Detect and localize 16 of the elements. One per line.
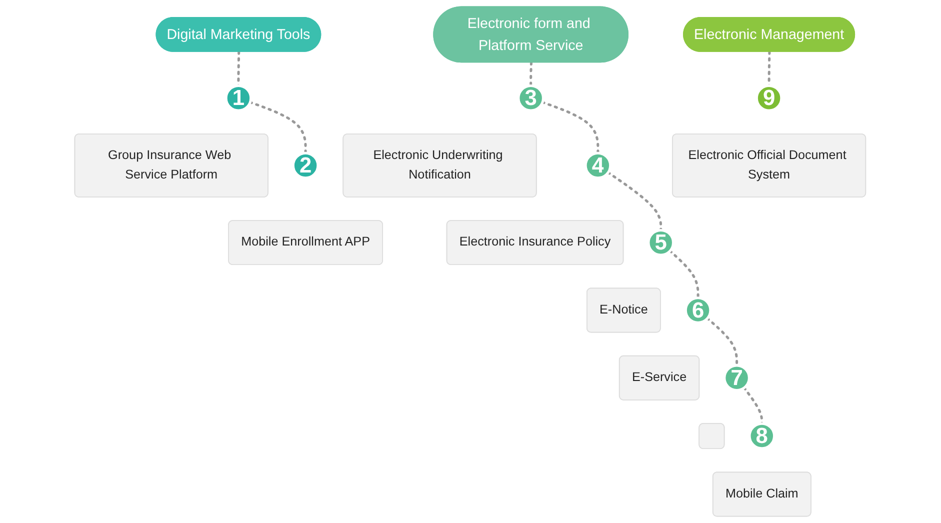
node-circle: 4 [584,152,612,180]
connector [607,171,662,232]
connector [530,61,533,87]
connector [249,101,308,154]
node-circle: 9 [756,84,783,112]
node-circle: 5 [648,228,675,256]
node-circle: 7 [723,364,751,392]
node-circle: 8 [748,422,776,450]
node-circle: 2 [292,152,320,180]
node-circle: 6 [684,296,712,324]
connector [669,250,700,300]
connector [706,317,738,367]
connector [743,386,764,425]
connector [542,101,600,154]
node-circle: 1 [225,84,252,112]
node-circle: 3 [518,84,545,112]
